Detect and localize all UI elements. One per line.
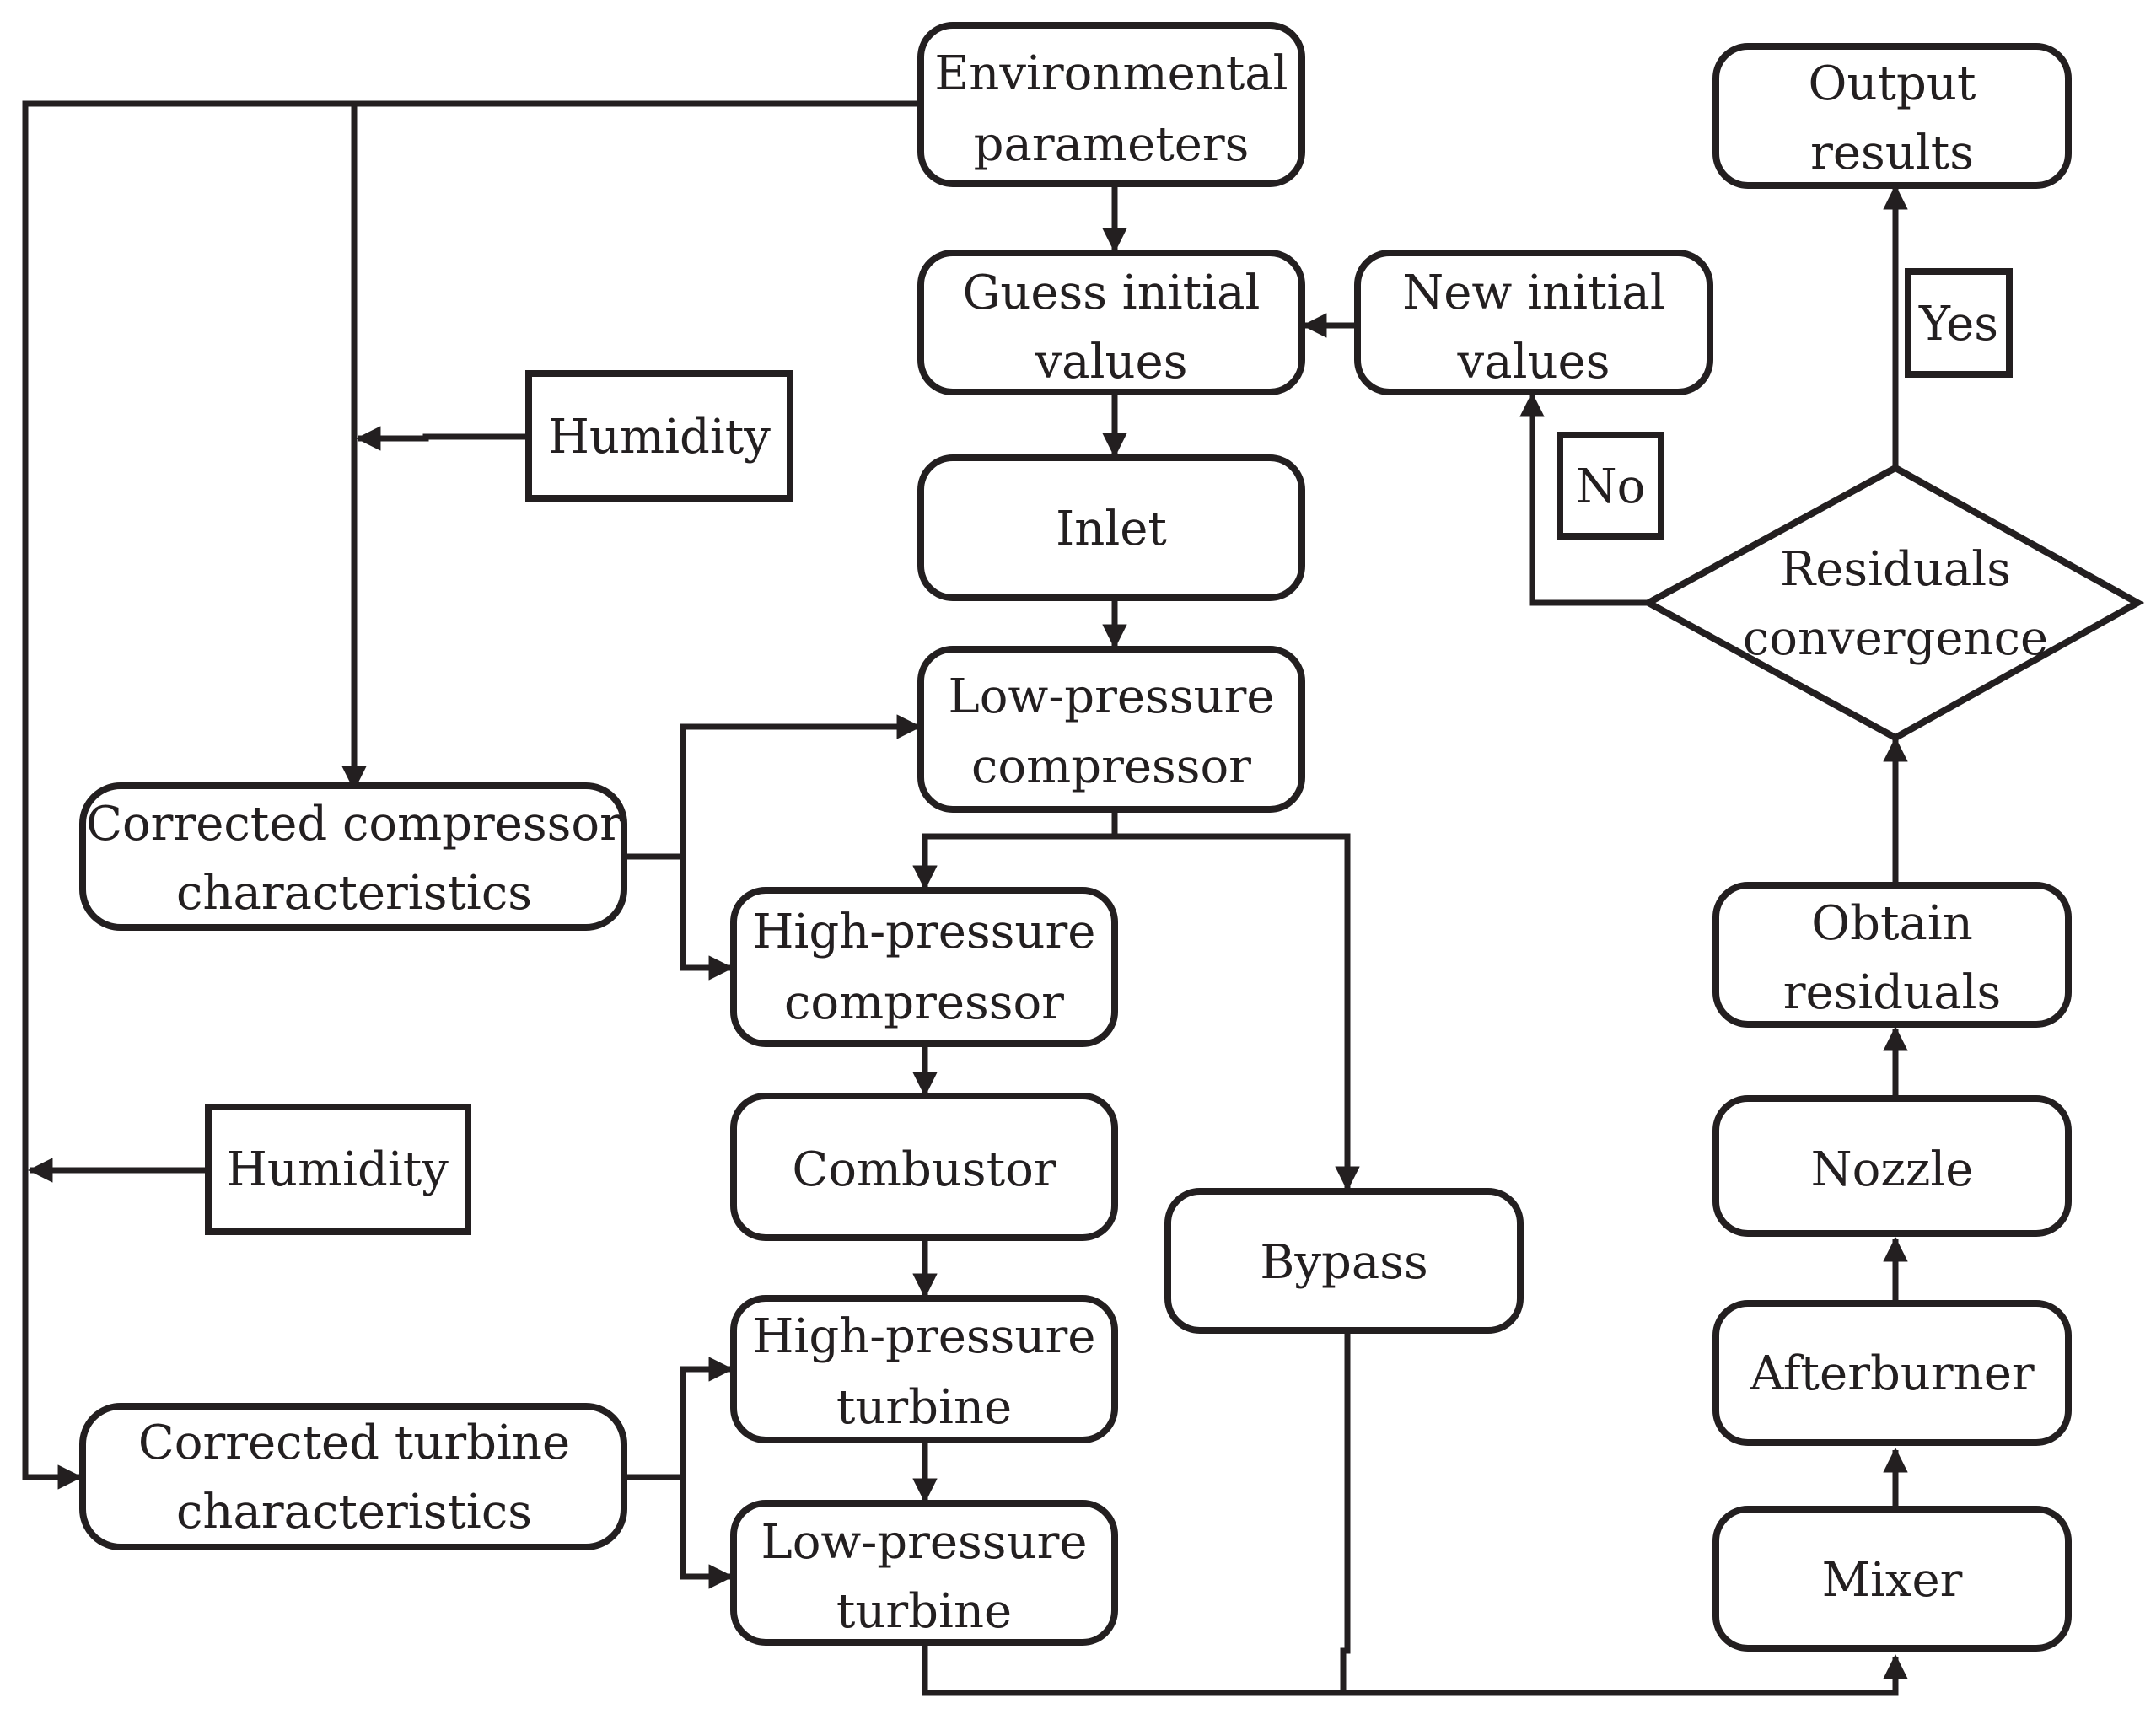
node-combustor: Combustor (730, 1093, 1118, 1241)
edge-ctc-to-lpt (680, 1477, 734, 1589)
node-low-pressure-compressor: Low-pressure compressor (917, 646, 1305, 813)
edge-humidity-top (356, 426, 525, 451)
node-label: Guess initial (963, 266, 1261, 320)
node-label: Obtain (1811, 896, 1973, 951)
node-label: Low-pressure (761, 1515, 1088, 1570)
node-guess-initial-values: Guess initial values (917, 250, 1305, 395)
node-label: Combustor (792, 1142, 1056, 1197)
node-label: Mixer (1822, 1553, 1963, 1608)
node-label: Corrected turbine (138, 1416, 570, 1470)
edge-lpc-to-bypass (1115, 833, 1360, 1191)
node-high-pressure-compressor: High-pressure compressor (730, 887, 1118, 1047)
node-label: Nozzle (1811, 1142, 1974, 1197)
node-corrected-turbine-characteristics: Corrected turbine characteristics (79, 1403, 627, 1550)
edge-lpc-to-hpc (912, 811, 1118, 890)
node-label: results (1810, 126, 1974, 180)
edge-lpt-to-mixer (922, 1644, 1908, 1696)
node-output-results: Output results (1712, 43, 2072, 189)
node-label: residuals (1783, 965, 2002, 1020)
node-new-initial-values: New initial values (1354, 250, 1713, 395)
edge-ctc-to-hpt (626, 1357, 734, 1480)
node-label: parameters (974, 117, 1250, 172)
node-label: compressor (971, 739, 1251, 794)
node-high-pressure-turbine: High-pressure turbine (730, 1295, 1118, 1443)
node-label: turbine (836, 1380, 1012, 1435)
yes-label: Yes (1918, 297, 1998, 352)
edge-bypass-to-mixer (1340, 1332, 1351, 1693)
edge-ccc-to-lpc (626, 714, 922, 860)
node-label: Inlet (1056, 502, 1167, 556)
node-mixer: Mixer (1712, 1506, 2072, 1652)
node-label: Output (1809, 56, 1976, 111)
edge-convergence-no-to-new (1519, 392, 1648, 606)
node-humidity-top: Humidity (525, 370, 793, 502)
decision-label-yes: Yes (1905, 268, 2013, 378)
node-label: turbine (836, 1584, 1012, 1639)
node-label: Residuals (1780, 542, 2011, 597)
node-low-pressure-turbine: Low-pressure turbine (730, 1500, 1118, 1646)
edge-ccc-to-hpc (680, 857, 734, 981)
node-label: Humidity (548, 410, 771, 465)
node-corrected-compressor-characteristics: Corrected compressor characteristics (79, 782, 627, 931)
node-label: Afterburner (1749, 1346, 2034, 1401)
edge-env-to-left-bus (22, 100, 921, 1490)
node-label: High-pressure (753, 905, 1096, 959)
node-bypass: Bypass (1164, 1188, 1524, 1334)
node-label: Corrected compressor (86, 797, 622, 852)
node-label: Bypass (1260, 1235, 1428, 1290)
node-label: characteristics (176, 866, 532, 921)
node-humidity-bottom: Humidity (205, 1104, 471, 1235)
decision-label-no: No (1557, 432, 1664, 540)
node-afterburner: Afterburner (1712, 1300, 2072, 1446)
node-label: High-pressure (753, 1309, 1096, 1364)
node-label: Humidity (226, 1142, 449, 1197)
node-label: Environmental (934, 46, 1288, 101)
node-label: values (1457, 335, 1610, 390)
node-environmental-parameters: Environmental parameters (917, 22, 1305, 187)
node-label: convergence (1743, 611, 2048, 666)
node-label: New initial (1402, 266, 1664, 320)
node-inlet: Inlet (917, 454, 1305, 601)
node-label: Low-pressure (949, 669, 1275, 724)
node-label: characteristics (176, 1485, 532, 1539)
node-label: values (1035, 335, 1188, 390)
node-label: compressor (784, 975, 1064, 1030)
no-label: No (1576, 459, 1646, 514)
node-obtain-residuals: Obtain residuals (1712, 882, 2072, 1028)
node-nozzle: Nozzle (1712, 1095, 2072, 1237)
node-residuals-convergence: Residuals convergence (1641, 464, 2145, 742)
edges (22, 100, 1908, 1696)
